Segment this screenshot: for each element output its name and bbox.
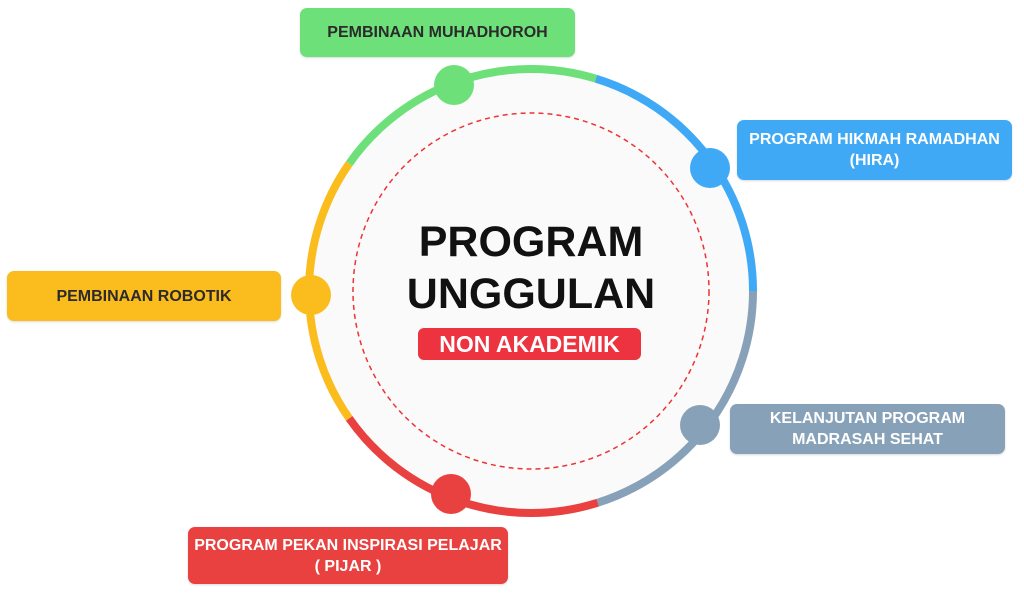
program-label-sub: MADRASAH SEHAT xyxy=(792,431,943,448)
program-label: PEMBINAAN ROBOTIK xyxy=(56,287,232,305)
program-box-pijar: PROGRAM PEKAN INSPIRASI PELAJAR ( PIJAR ) xyxy=(188,527,508,584)
title-line-1: PROGRAM xyxy=(418,218,644,266)
node-dot-robotik xyxy=(291,275,331,315)
program-box-hira: PROGRAM HIKMAH RAMADHAN (HIRA) xyxy=(737,120,1012,180)
program-box-robotik: PEMBINAAN ROBOTIK xyxy=(7,271,281,321)
node-dot-muhadhoroh xyxy=(434,65,474,105)
node-dot-hira xyxy=(690,148,730,188)
node-dot-pijar xyxy=(431,474,471,514)
dashed-ring xyxy=(352,112,710,470)
program-label: PEMBINAAN MUHADHOROH xyxy=(327,24,548,41)
title-line-2: UNGGULAN xyxy=(406,270,656,318)
inner-disk xyxy=(313,73,749,509)
node-dot-madrasah-sehat xyxy=(680,405,720,445)
program-label-sub: (HIRA) xyxy=(849,152,900,169)
program-box-madrasah-sehat: KELANJUTAN PROGRAM MADRASAH SEHAT xyxy=(730,404,1005,454)
program-label-sub: ( PIJAR ) xyxy=(314,557,382,575)
program-label: PROGRAM HIKMAH RAMADHAN xyxy=(749,131,1000,148)
program-box-muhadhoroh: PEMBINAAN MUHADHOROH xyxy=(300,8,575,57)
program-label: PROGRAM PEKAN INSPIRASI PELAJAR xyxy=(194,536,502,554)
non-akademik-badge: NON AKADEMIK xyxy=(418,328,641,360)
program-label: KELANJUTAN PROGRAM xyxy=(769,410,966,427)
